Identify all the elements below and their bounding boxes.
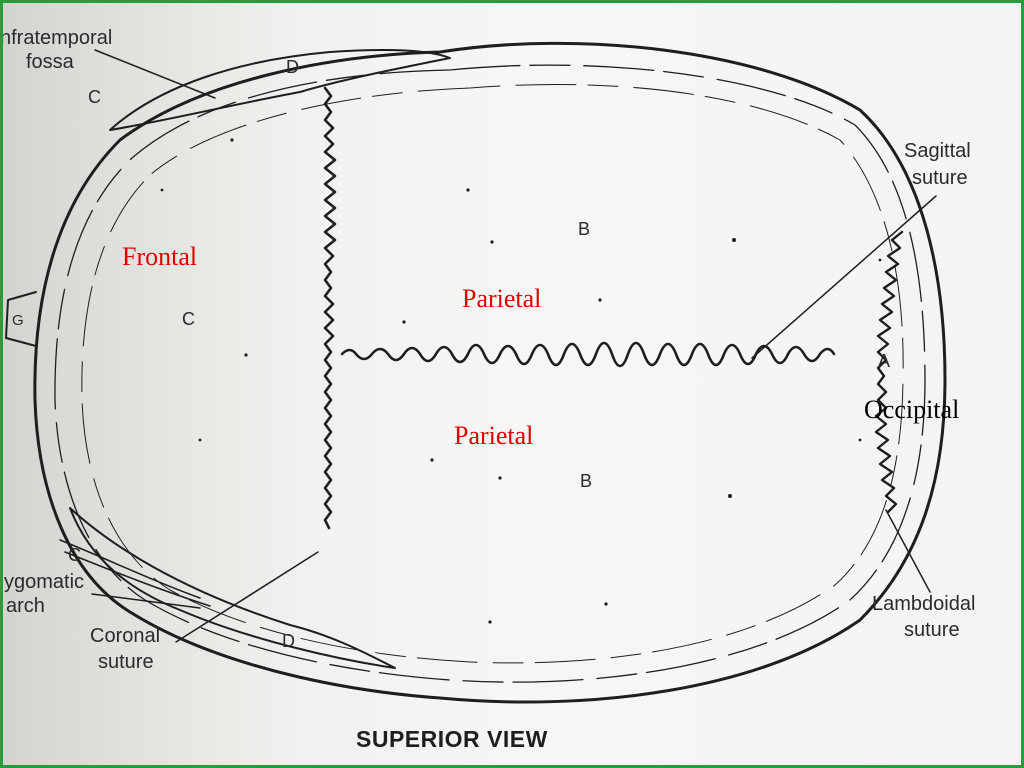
surface-speckles — [160, 138, 882, 624]
zygomatic-leader — [91, 593, 201, 609]
lambdoidal-suture-label-line1: Lambdoidal — [872, 593, 976, 615]
skull-outer-outline — [33, 41, 947, 704]
region-letter-b-bottom: B — [580, 471, 593, 491]
infratemporal-fossa-label-line2: fossa — [26, 51, 74, 73]
infratemporal-leader — [94, 49, 216, 99]
sagittal-suture-label-line1: Sagittal — [904, 140, 971, 162]
lambdoidal-suture — [874, 230, 904, 514]
coronal-suture-label-line2: suture — [98, 651, 154, 673]
upper-temporal-fossa — [109, 49, 451, 131]
sagittal-suture-label-line2: suture — [912, 167, 968, 189]
coronal-leader — [175, 551, 319, 643]
region-letter-b-top: B — [578, 219, 591, 239]
zygomatic-arch-lines — [59, 539, 211, 607]
region-letter-d-lower: D — [282, 631, 295, 651]
zygomatic-arch-label-line2: arch — [6, 595, 45, 617]
parietal-bottom-label: Parietal — [454, 421, 534, 450]
lower-temporal-fossa — [69, 507, 396, 669]
sagittal-suture — [340, 341, 836, 368]
frontal-bone-label: Frontal — [122, 242, 198, 271]
region-letter-c-lower: C — [68, 545, 81, 565]
nasal-bone-outline — [5, 291, 37, 347]
zygomatic-arch-label-line1: ygomatic — [4, 571, 85, 593]
infratemporal-fossa-label-line1: nfratemporal — [0, 27, 113, 49]
region-letter-d-upper: D — [286, 57, 299, 77]
sagittal-leader — [751, 195, 937, 359]
coronal-suture-label-line1: Coronal — [90, 625, 161, 647]
region-letter-c-upper: C — [88, 87, 101, 107]
skull-inner-rim-1 — [54, 64, 926, 683]
figure-caption: SUPERIOR VIEW — [356, 726, 548, 752]
lambdoidal-leader — [885, 509, 931, 593]
region-letter-g: G — [12, 312, 24, 329]
occipital-bone-label: Occipital — [864, 395, 960, 424]
skull-inner-rim-2 — [81, 83, 904, 664]
lambdoidal-suture-label-line2: suture — [904, 619, 960, 641]
region-letter-a: A — [878, 351, 891, 371]
parietal-top-label: Parietal — [462, 284, 542, 313]
region-letter-c-left: C — [182, 309, 195, 329]
coronal-suture — [323, 86, 337, 530]
